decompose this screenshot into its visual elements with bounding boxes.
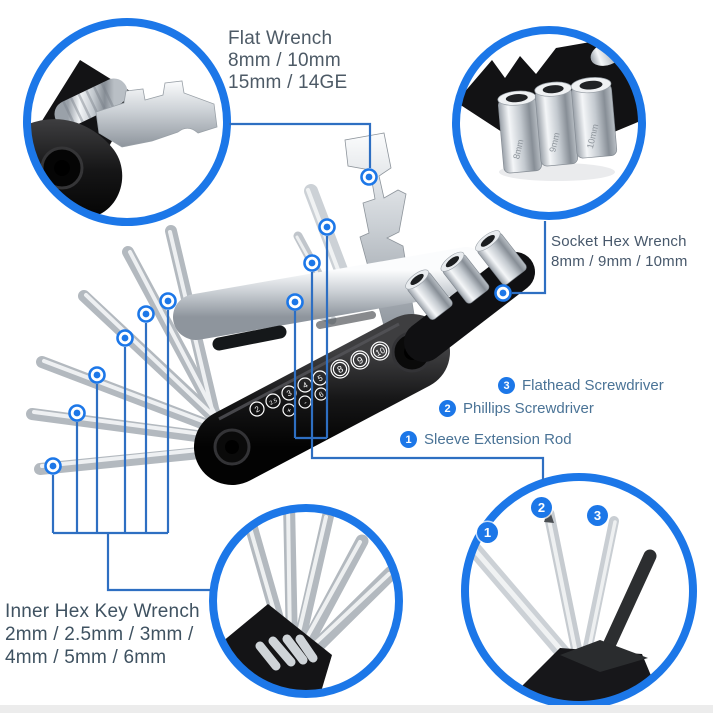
- marker-socket: [494, 284, 512, 302]
- flat-wrench-callout-line: [229, 122, 372, 168]
- detail-circle-flat-wrench: [23, 18, 231, 226]
- mounted-sockets: [405, 230, 527, 320]
- flat-wrench-sizes-1: 8mm / 10mm: [228, 50, 341, 71]
- flat-wrench-closeup: [95, 80, 218, 148]
- marker-phillips: [303, 254, 321, 272]
- svg-text:3: 3: [285, 388, 294, 398]
- marker-hex-key-5: [137, 305, 155, 323]
- marker-hex-key-6: [159, 292, 177, 310]
- svg-text:2: 2: [253, 404, 262, 414]
- inner-hex-sizes-2: 4mm / 5mm / 6mm: [5, 647, 167, 668]
- socket-10mm: 10mm: [570, 77, 618, 159]
- part-item-flathead: 3 Flathead Screwdriver: [498, 377, 664, 394]
- socket-callout-line: [512, 221, 547, 295]
- part-label-sleeve-rod: Sleeve Extension Rod: [424, 431, 572, 448]
- part-number-badge-2: 2: [439, 400, 456, 417]
- circle-border-top-right: [452, 26, 646, 220]
- body-size-markings: 2 2.5 3 4 5 8 9 10 + - 6: [249, 341, 390, 417]
- flat-wrench-sizes-2: 15mm / 14GE: [228, 72, 348, 93]
- flat-wrench-title: Flat Wrench: [228, 28, 333, 49]
- inner-hex-key-label: Inner Hex Key Wrench 2mm / 2.5mm / 3mm /…: [5, 600, 200, 669]
- photo-edge-strip: [0, 705, 713, 713]
- detail-number-badge-1: 1: [477, 522, 498, 543]
- part-number-badge-3: 3: [498, 377, 515, 394]
- detail-circle-screwdrivers: [461, 473, 697, 709]
- marker-hex-key-4: [116, 329, 134, 347]
- svg-text:4: 4: [301, 380, 310, 390]
- socket-9mm: 9mm: [534, 81, 579, 167]
- part-number-badge-1: 1: [400, 431, 417, 448]
- part-label-phillips: Phillips Screwdriver: [463, 400, 594, 417]
- svg-text:2.5: 2.5: [269, 398, 279, 407]
- socket-8mm: 8mm: [497, 90, 543, 174]
- callout-lines: [51, 122, 547, 592]
- svg-text:9: 9: [356, 355, 366, 367]
- circle-border-bottom-left: [209, 504, 403, 698]
- inner-hex-sizes-1: 2mm / 2.5mm / 3mm /: [5, 624, 194, 645]
- detail-circle-hex-keys: [209, 504, 403, 698]
- svg-text:8: 8: [336, 364, 346, 376]
- hex-keys-callout-lines: [51, 310, 210, 592]
- flat-wrench-label: Flat Wrench 8mm / 10mm 15mm / 14GE: [228, 28, 347, 94]
- svg-text:9mm: 9mm: [547, 131, 561, 153]
- marker-hex-key-3: [88, 366, 106, 384]
- part-item-sleeve-rod: 1 Sleeve Extension Rod: [400, 431, 572, 448]
- inner-hex-title: Inner Hex Key Wrench: [5, 601, 200, 622]
- detail-number-badge-3: 3: [587, 505, 608, 526]
- marker-flat-wrench: [360, 168, 378, 186]
- svg-text:8mm: 8mm: [511, 138, 525, 160]
- socket-arm: [404, 230, 535, 362]
- marker-hex-key-1: [44, 457, 62, 475]
- svg-text:6: 6: [317, 389, 325, 399]
- marker-sleeve-rod: [318, 218, 336, 236]
- svg-text:+: +: [285, 405, 294, 415]
- detail-number-badge-2: 2: [531, 497, 552, 518]
- socket-title: Socket Hex Wrench: [551, 233, 687, 250]
- marker-hex-key-2: [68, 404, 86, 422]
- svg-text:-: -: [302, 398, 309, 407]
- detail-circle-sockets: 8mm 9mm 10mm: [452, 26, 646, 220]
- svg-text:10: 10: [374, 345, 387, 358]
- socket-hex-wrench-label: Socket Hex Wrench 8mm / 9mm / 10mm: [551, 232, 688, 272]
- svg-text:5: 5: [316, 373, 325, 383]
- part-label-flathead: Flathead Screwdriver: [522, 377, 664, 394]
- socket-sizes: 8mm / 9mm / 10mm: [551, 253, 688, 270]
- part-item-phillips: 2 Phillips Screwdriver: [439, 400, 594, 417]
- circle-border-top-left: [23, 18, 231, 226]
- drivers-callout-lines: [293, 236, 545, 480]
- callout-markers: [44, 168, 512, 475]
- marker-flathead: [286, 293, 304, 311]
